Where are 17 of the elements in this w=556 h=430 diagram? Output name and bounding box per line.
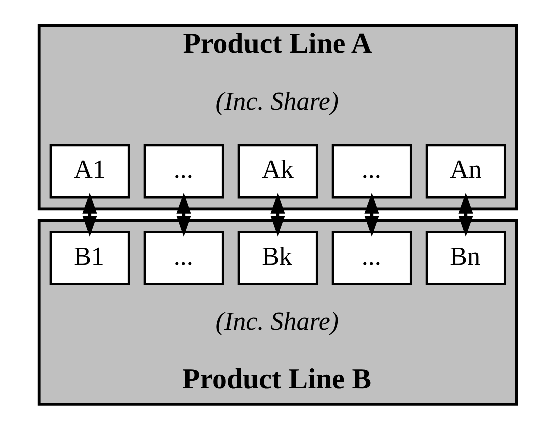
node-box: ...: [332, 231, 412, 286]
arrow: [176, 192, 192, 237]
arrow: [82, 192, 98, 237]
label: (Inc. Share): [216, 306, 340, 336]
arrow: [364, 192, 380, 237]
node-box: A1: [50, 144, 130, 199]
node-box: Bk: [238, 231, 318, 286]
node-box: ...: [144, 231, 224, 286]
node-box: B1: [50, 231, 130, 286]
node-box: ...: [144, 144, 224, 199]
label: (Inc. Share): [216, 86, 340, 116]
arrow: [458, 192, 474, 237]
node-box: Bn: [426, 231, 506, 286]
node-box: ...: [332, 144, 412, 199]
node-box: An: [426, 144, 506, 199]
arrow: [270, 192, 286, 237]
node-box: Ak: [238, 144, 318, 199]
